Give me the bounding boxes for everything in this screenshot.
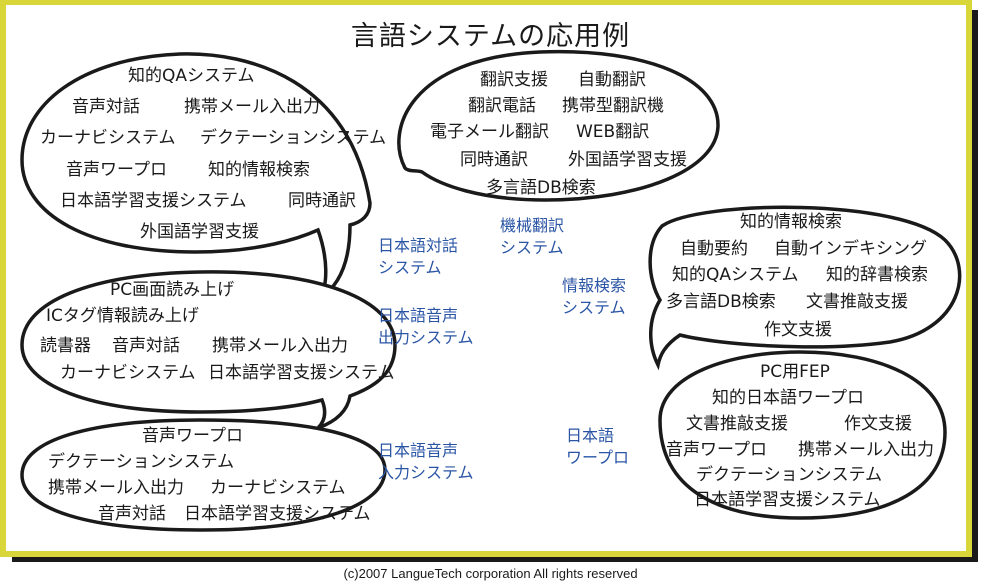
category-speech-output: 日本語音声 出力システム (378, 305, 474, 349)
category-ir: 情報検索 システム (562, 275, 626, 319)
bubble-item: 多言語DB検索 (666, 292, 776, 312)
bubble-wp (658, 350, 947, 520)
bubble-item: 音声対話 (98, 504, 166, 524)
bubble-item: 知的辞書検索 (826, 265, 928, 285)
bubble-item: 自動要約 (680, 239, 748, 259)
bubble-item: 同時通訳 (460, 150, 528, 170)
bubble-item: 音声ワープロ (142, 426, 243, 446)
bubble-item: 日本語学習支援システム (208, 363, 395, 383)
bubble-item: 読書器 (40, 336, 91, 356)
bubble-item: PC画面読み上げ (110, 280, 235, 300)
bubble-item: 音声対話 (72, 97, 140, 117)
bubble-item: 音声対話 (112, 336, 180, 356)
bubble-mt (397, 49, 720, 202)
category-wp-line2: ワープロ (566, 448, 630, 467)
bubble-item: 音声ワープロ (666, 440, 767, 460)
category-ir-line1: 情報検索 (562, 276, 627, 295)
bubble-item: 自動翻訳 (578, 70, 646, 90)
category-mt-line2: システム (500, 238, 564, 257)
copyright-footer: (c)2007 LangueTech corporation All right… (343, 566, 638, 581)
bubble-item: 知的QAシステム (128, 66, 255, 86)
bubble-item: 携帯メール入出力 (212, 336, 348, 356)
category-speech-input-line1: 日本語音声 (378, 441, 459, 460)
bubble-item: 同時通訳 (288, 191, 356, 211)
bubble-item: カーナビシステム (40, 128, 176, 148)
bubble-item: 自動インデキシング (774, 239, 927, 259)
bubble-item: カーナビシステム (60, 363, 196, 383)
category-speech-output-line2: 出力システム (378, 328, 474, 347)
category-wp: 日本語 ワープロ (566, 425, 629, 469)
bubble-item: 翻訳電話 (468, 96, 536, 116)
bubble-speech-input (20, 418, 387, 532)
bubble-item: 知的情報検索 (740, 212, 842, 232)
bubble-item: 音声ワープロ (66, 160, 167, 180)
bubble-item: PC用FEP (760, 362, 830, 382)
bubble-item: 多言語DB検索 (486, 178, 596, 198)
category-speech-input-line2: 入力システム (378, 463, 474, 482)
bubble-item: カーナビシステム (210, 478, 346, 498)
bubble-item: 文書推敲支援 (806, 292, 908, 312)
bubble-item: 知的日本語ワープロ (712, 388, 864, 408)
category-speech-output-line1: 日本語音声 (378, 306, 459, 325)
bubble-item: 知的情報検索 (208, 160, 310, 180)
bubble-speech-output (20, 270, 397, 430)
bubble-item: WEB翻訳 (576, 122, 650, 142)
bubble-item: 日本語学習支援システム (60, 191, 247, 211)
category-ir-line2: システム (562, 298, 626, 317)
category-speech-input: 日本語音声 入力システム (378, 440, 474, 484)
bubble-item: 外国語学習支援 (140, 222, 259, 242)
category-wp-line1: 日本語 (566, 426, 615, 445)
bubble-item: デクテーションシステム (48, 452, 235, 472)
bubble-item: デクテーションシステム (200, 128, 387, 148)
category-dialogue-line1: 日本語対話 (378, 236, 459, 255)
bubble-item: デクテーションシステム (696, 465, 883, 485)
bubble-item: 知的QAシステム (672, 265, 799, 285)
bubble-item: 翻訳支援 (480, 70, 548, 90)
category-mt: 機械翻訳 システム (500, 215, 564, 259)
bubble-item: 日本語学習支援システム (694, 490, 881, 510)
bubble-item: 日本語学習支援システム (184, 504, 371, 524)
bubble-dialogue (20, 52, 372, 300)
bubble-item: 携帯メール入出力 (798, 440, 934, 460)
bubble-item: 携帯型翻訳機 (562, 96, 664, 116)
bubble-item: 作文支援 (764, 320, 832, 340)
category-dialogue: 日本語対話 システム (378, 235, 458, 279)
bubble-item: 携帯メール入出力 (48, 478, 184, 498)
bubble-item: ICタグ情報読み上げ (46, 306, 199, 326)
category-dialogue-line2: システム (378, 258, 442, 277)
bubble-ir (648, 205, 962, 371)
bubble-item: 外国語学習支援 (568, 150, 687, 170)
bubble-item: 作文支援 (844, 414, 912, 434)
bubble-item: 文書推敲支援 (686, 414, 788, 434)
bubble-item: 電子メール翻訳 (430, 122, 549, 142)
diagram-title: 言語システムの応用例 (350, 21, 631, 52)
category-mt-line1: 機械翻訳 (500, 216, 565, 235)
bubble-item: 携帯メール入出力 (184, 97, 320, 117)
